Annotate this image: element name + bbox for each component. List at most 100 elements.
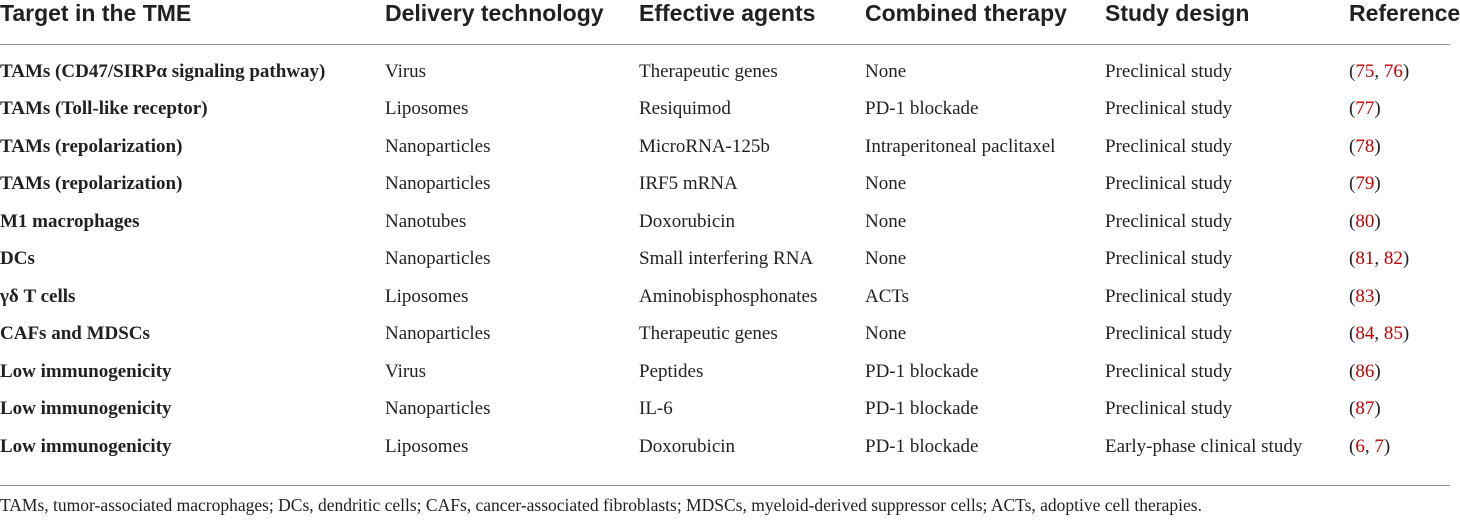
cell-effective-agents: Resiquimod — [639, 98, 731, 120]
cell-reference: (86) — [1349, 360, 1381, 382]
cell-delivery-technology: Nanoparticles — [385, 398, 491, 420]
cell-delivery-technology: Nanotubes — [385, 210, 467, 232]
cell-delivery-technology: Nanoparticles — [385, 135, 491, 157]
cell-combined-therapy: ACTs — [865, 285, 910, 307]
reference-link[interactable]: 75 — [1355, 60, 1375, 82]
cell-reference: (84, 85) — [1349, 323, 1410, 345]
cell-combined-therapy: PD-1 blockade — [865, 398, 979, 420]
cell-study-design: Preclinical study — [1105, 398, 1233, 420]
cell-reference: (77) — [1349, 98, 1381, 120]
footnote-divider — [0, 485, 1450, 486]
cell-delivery-technology: Liposomes — [385, 98, 469, 120]
reference-link[interactable]: 6 — [1355, 435, 1365, 457]
header-effective-agents: Effective agents — [639, 0, 865, 45]
table-body: TAMs (CD47/SIRPα signaling pathway) Virus… — [0, 45, 1450, 468]
cell-effective-agents: Aminobisphosphonates — [639, 285, 818, 307]
cell-reference: (80) — [1349, 210, 1381, 232]
cell-reference: (79) — [1349, 173, 1381, 195]
cell-target: DCs — [0, 248, 35, 270]
cell-target: γδ T cells — [0, 285, 76, 307]
cell-study-design: Early-phase clinical study — [1105, 435, 1303, 457]
table-footnote: TAMs, tumor-associated macrophages; DCs,… — [0, 495, 1202, 515]
table-row: CAFs and MDSCs Nanoparticles Therapeutic g… — [0, 316, 1450, 354]
cell-study-design: Preclinical study — [1105, 98, 1233, 120]
cell-delivery-technology: Liposomes — [385, 435, 469, 457]
cell-effective-agents: IRF5 mRNA — [639, 173, 738, 195]
cell-combined-therapy: None — [865, 323, 907, 345]
header-row: Target in the TME Delivery technology Ef… — [0, 0, 1460, 45]
cell-effective-agents: Therapeutic genes — [639, 323, 778, 345]
cell-combined-therapy: None — [865, 248, 907, 270]
cell-study-design: Preclinical study — [1105, 60, 1233, 82]
cell-delivery-technology: Nanoparticles — [385, 323, 491, 345]
cell-effective-agents: Peptides — [639, 360, 704, 382]
cell-effective-agents: Small interfering RNA — [639, 248, 814, 270]
cell-study-design: Preclinical study — [1105, 135, 1233, 157]
reference-link[interactable]: 79 — [1355, 173, 1375, 195]
table-row: TAMs (Toll-like receptor) Liposomes Resiqu… — [0, 91, 1450, 129]
cell-combined-therapy: None — [865, 173, 907, 195]
cell-combined-therapy: Intraperitoneal paclitaxel — [865, 135, 1056, 157]
header-combined-therapy: Combined therapy — [865, 0, 1105, 45]
cell-delivery-technology: Virus — [385, 360, 427, 382]
cell-effective-agents: Doxorubicin — [639, 435, 736, 457]
reference-link[interactable]: 83 — [1355, 285, 1375, 307]
cell-study-design: Preclinical study — [1105, 210, 1233, 232]
table-row: TAMs (repolarization) Nanoparticles IRF5 m… — [0, 166, 1450, 204]
cell-target: M1 macrophages — [0, 210, 140, 232]
cell-reference: (75, 76) — [1349, 60, 1410, 82]
cell-effective-agents: MicroRNA-125b — [639, 135, 770, 157]
table-row: M1 macrophages Nanotubes Doxorubicin None Pr… — [0, 203, 1450, 241]
tme-delivery-table: Target in the TME Delivery technology Ef… — [0, 0, 1460, 468]
reference-link[interactable]: 80 — [1355, 210, 1375, 232]
cell-study-design: Preclinical study — [1105, 248, 1233, 270]
header-reference: Reference — [1349, 0, 1460, 45]
cell-delivery-technology: Virus — [385, 60, 427, 82]
reference-link[interactable]: 85 — [1383, 323, 1403, 345]
cell-combined-therapy: None — [865, 60, 907, 82]
cell-effective-agents: Doxorubicin — [639, 210, 736, 232]
cell-combined-therapy: None — [865, 210, 907, 232]
header-delivery-technology: Delivery technology — [385, 0, 639, 45]
cell-target: Low immunogenicity — [0, 398, 172, 420]
cell-reference: (81, 82) — [1349, 248, 1410, 270]
cell-target: TAMs (repolarization) — [0, 173, 183, 195]
cell-combined-therapy: PD-1 blockade — [865, 98, 979, 120]
reference-link[interactable]: 77 — [1355, 98, 1375, 120]
header-target: Target in the TME — [0, 0, 385, 45]
table-header: Target in the TME Delivery technology Ef… — [0, 0, 1460, 45]
reference-link[interactable]: 86 — [1355, 360, 1375, 382]
cell-combined-therapy: PD-1 blockade — [865, 360, 979, 382]
cell-study-design: Preclinical study — [1105, 173, 1233, 195]
reference-link[interactable]: 7 — [1374, 435, 1384, 457]
reference-link[interactable]: 81 — [1355, 248, 1375, 270]
cell-target: TAMs (CD47/SIRPα signaling pathway) — [0, 60, 326, 82]
header-study-design: Study design — [1105, 0, 1349, 45]
cell-reference: (83) — [1349, 285, 1381, 307]
cell-target: Low immunogenicity — [0, 360, 172, 382]
cell-target: TAMs (Toll-like receptor) — [0, 98, 208, 120]
cell-target: CAFs and MDSCs — [0, 323, 150, 345]
cell-reference: (87) — [1349, 398, 1381, 420]
table-row: TAMs (repolarization) Nanoparticles MicroR… — [0, 128, 1450, 166]
cell-study-design: Preclinical study — [1105, 323, 1233, 345]
reference-link[interactable]: 84 — [1355, 323, 1375, 345]
cell-delivery-technology: Nanoparticles — [385, 248, 491, 270]
reference-link[interactable]: 87 — [1355, 398, 1375, 420]
cell-effective-agents: Therapeutic genes — [639, 60, 778, 82]
table-row: DCs Nanoparticles Small interfering RNA Non… — [0, 241, 1450, 279]
cell-delivery-technology: Nanoparticles — [385, 173, 491, 195]
cell-study-design: Preclinical study — [1105, 285, 1233, 307]
cell-target: TAMs (repolarization) — [0, 135, 183, 157]
cell-combined-therapy: PD-1 blockade — [865, 435, 979, 457]
reference-link[interactable]: 82 — [1383, 248, 1403, 270]
cell-reference: (78) — [1349, 135, 1381, 157]
table-row: Low immunogenicity Virus Peptides PD-1 bloc… — [0, 353, 1450, 391]
table-row: TAMs (CD47/SIRPα signaling pathway) Virus… — [0, 45, 1450, 91]
reference-link[interactable]: 76 — [1383, 60, 1403, 82]
reference-link[interactable]: 78 — [1355, 135, 1375, 157]
